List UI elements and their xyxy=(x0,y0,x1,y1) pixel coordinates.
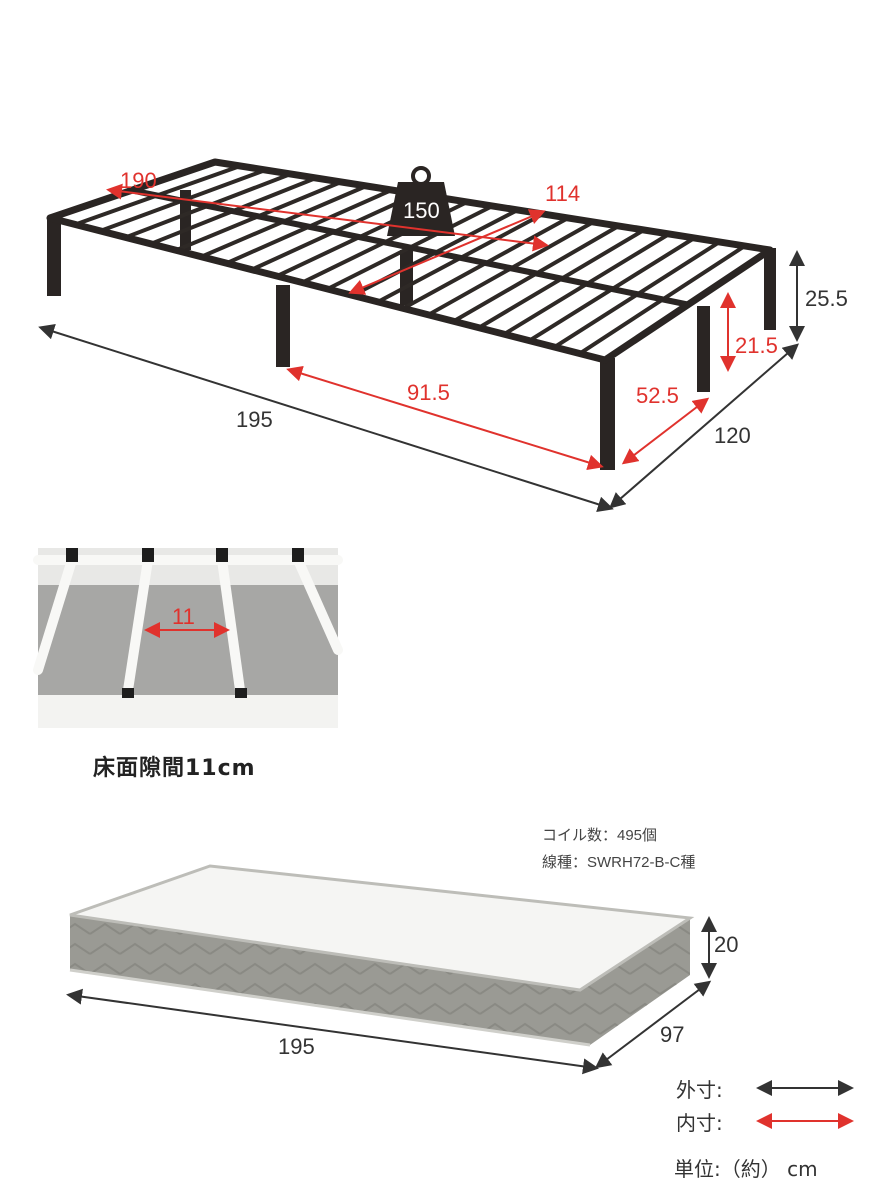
inner-width-label: 114 xyxy=(545,181,581,206)
outer-height-label: 25.5 xyxy=(805,286,848,311)
inner-legend-label: 内寸: xyxy=(676,1111,723,1135)
under-height-label: 21.5 xyxy=(735,333,778,358)
under-length-label: 91.5 xyxy=(407,380,450,405)
outer-length-label: 195 xyxy=(236,407,273,432)
outer-legend-label: 外寸: xyxy=(676,1078,723,1102)
inner-length-label: 190 xyxy=(120,168,157,193)
gap-caption: 床面隙間11cm xyxy=(93,756,256,781)
mattress-width-label: 97 xyxy=(660,1022,685,1047)
under-width-label: 52.5 xyxy=(636,383,679,408)
mattress-length-label: 195 xyxy=(278,1034,315,1059)
mattress-height-label: 20 xyxy=(714,932,739,957)
outer-width-label: 120 xyxy=(714,423,751,448)
coil-spec: コイル数：495個 xyxy=(542,827,658,844)
load-capacity-label: 150 xyxy=(403,198,440,223)
slat-gap-photo xyxy=(33,548,343,728)
unit-label: 単位:（約） cm xyxy=(674,1157,818,1181)
mattress xyxy=(69,864,695,1047)
wire-spec: 線種：SWRH72-B-C種 xyxy=(542,854,696,871)
gap-label: 11 xyxy=(172,604,195,629)
